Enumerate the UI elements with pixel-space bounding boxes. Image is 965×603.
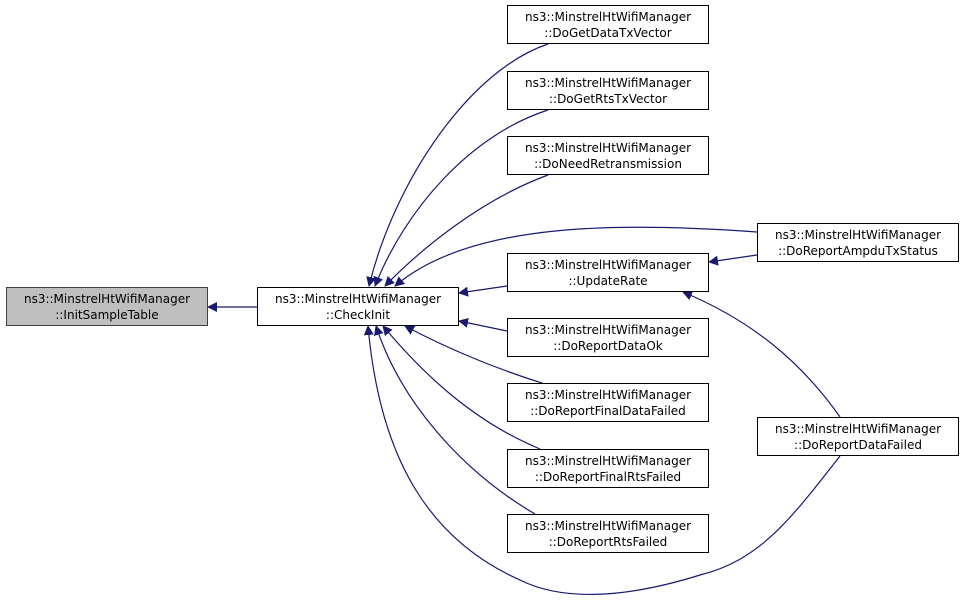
node-label-line2: ::DoReportFinalRtsFailed — [534, 469, 682, 484]
edge-finaldata-to-checkinit — [404, 325, 543, 384]
node-label-line2: ::DoReportDataFailed — [794, 437, 922, 452]
node-label-line2: ::DoReportRtsFailed — [548, 534, 668, 549]
node-label-line2: ::UpdateRate — [568, 273, 648, 288]
node-label-line1: ns3::MinstrelHtWifiManager — [23, 291, 191, 306]
edge-datafailed-to-updaterate — [682, 290, 841, 418]
node-initsample: ns3::MinstrelHtWifiManager ::InitSampleT… — [6, 287, 208, 326]
node-label-line1: ns3::MinstrelHtWifiManager — [524, 75, 692, 90]
edge-getrts-to-checkinit — [373, 109, 549, 287]
edge-needretx-to-checkinit — [384, 174, 549, 287]
edge-ampdu-to-updaterate — [708, 254, 758, 266]
node-doreportdataok[interactable]: ns3::MinstrelHtWifiManager ::DoReportDat… — [507, 318, 709, 357]
node-doreportdatafailed[interactable]: ns3::MinstrelHtWifiManager ::DoReportDat… — [757, 417, 959, 456]
node-label-line1: ns3::MinstrelHtWifiManager — [774, 421, 942, 436]
node-doneedretransmission[interactable]: ns3::MinstrelHtWifiManager ::DoNeedRetra… — [507, 136, 709, 175]
node-dogetrtstxvector[interactable]: ns3::MinstrelHtWifiManager ::DoGetRtsTxV… — [507, 71, 709, 110]
node-label-line1: ns3::MinstrelHtWifiManager — [524, 140, 692, 155]
node-doreportampdutxstatus[interactable]: ns3::MinstrelHtWifiManager ::DoReportAmp… — [757, 223, 959, 262]
edge-rtsfailed-to-checkinit — [374, 325, 536, 515]
node-doreportfinaldatafailed[interactable]: ns3::MinstrelHtWifiManager ::DoReportFin… — [507, 383, 709, 422]
node-label-line1: ns3::MinstrelHtWifiManager — [524, 322, 692, 337]
node-doreportrtsfailed[interactable]: ns3::MinstrelHtWifiManager ::DoReportRts… — [507, 514, 709, 553]
node-label-line2: ::DoReportFinalDataFailed — [530, 403, 686, 418]
edge-getdata-to-checkinit — [366, 43, 549, 287]
node-dogetdatatxvector[interactable]: ns3::MinstrelHtWifiManager ::DoGetDataTx… — [507, 5, 709, 44]
node-label-line1: ns3::MinstrelHtWifiManager — [524, 518, 692, 533]
node-updaterate[interactable]: ns3::MinstrelHtWifiManager ::UpdateRate — [507, 253, 709, 292]
node-label-line1: ns3::MinstrelHtWifiManager — [524, 257, 692, 272]
node-label-line1: ns3::MinstrelHtWifiManager — [524, 387, 692, 402]
node-doreportfinalrtsfailed[interactable]: ns3::MinstrelHtWifiManager ::DoReportFin… — [507, 449, 709, 488]
node-label-line2: ::DoGetDataTxVector — [544, 25, 672, 40]
node-label-line2: ::DoGetRtsTxVector — [548, 91, 668, 106]
node-label-line1: ns3::MinstrelHtWifiManager — [274, 291, 442, 306]
edge-datafailed-to-checkinit — [363, 325, 841, 595]
node-label-line1: ns3::MinstrelHtWifiManager — [524, 453, 692, 468]
node-label-line2: ::CheckInit — [325, 307, 391, 322]
edge-dataok-to-checkinit — [458, 317, 508, 332]
node-label-line1: ns3::MinstrelHtWifiManager — [524, 9, 692, 24]
node-checkinit[interactable]: ns3::MinstrelHtWifiManager ::CheckInit — [257, 287, 459, 326]
node-label-line2: ::DoNeedRetransmission — [534, 156, 682, 171]
edge-updaterate-to-checkinit — [458, 285, 508, 297]
node-label-line2: ::DoReportDataOk — [553, 338, 663, 353]
node-label-line2: ::DoReportAmpduTxStatus — [778, 243, 938, 258]
edge-finalrts-to-checkinit — [382, 325, 541, 450]
node-label-line2: ::InitSampleTable — [55, 307, 159, 322]
edge-ampdu-to-checkinit — [394, 226, 758, 287]
node-label-line1: ns3::MinstrelHtWifiManager — [774, 227, 942, 242]
